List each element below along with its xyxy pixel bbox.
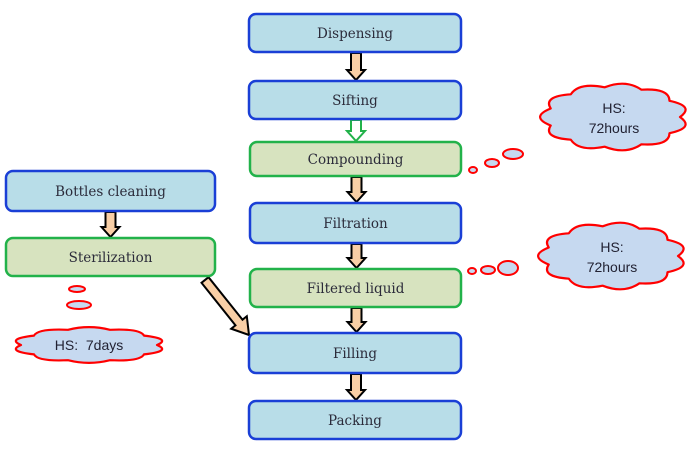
arrow-filtered-liquid-to-filling-icon — [345, 307, 368, 334]
process-box-sifting: Sifting — [247, 79, 463, 121]
arrow-sterilization-to-filling-icon — [200, 275, 251, 337]
hold-status-note-sterilization: HS: 7days — [14, 285, 164, 364]
cloud-callout-shape — [14, 326, 164, 364]
process-box-shape — [4, 169, 217, 213]
arrow-filling-to-packing-icon — [344, 373, 368, 402]
process-box-shape — [4, 236, 217, 278]
process-box-shape — [247, 79, 463, 121]
thought-bubble-dot — [484, 158, 500, 168]
process-box-bottles-cleaning: Bottles cleaning — [4, 169, 217, 213]
hold-status-label: HS: 7days — [55, 337, 123, 353]
thought-bubble-dot — [467, 267, 477, 275]
hold-status-note-compounding: HS: 72hours — [468, 82, 687, 174]
cloud-callout-shape — [539, 82, 687, 152]
process-box-label: Packing — [328, 413, 382, 429]
thought-bubble-dot — [66, 300, 92, 310]
thought-bubble-dot — [480, 265, 496, 275]
hold-status-label: HS: — [600, 239, 623, 255]
thought-bubble-dot — [497, 260, 519, 276]
arrow-sifting-to-compounding-icon — [344, 119, 368, 143]
process-box-shape — [247, 12, 463, 54]
edges-layer — [99, 52, 368, 402]
process-box-label: Filtered liquid — [307, 281, 405, 297]
process-box-filling: Filling — [247, 331, 463, 375]
process-box-label: Compounding — [308, 152, 404, 168]
hold-status-note-filtered-liquid: HS: 72hours — [467, 221, 685, 291]
cloud-callout-shape — [537, 221, 685, 291]
boxes-layer: DispensingSiftingCompoundingFiltrationFi… — [4, 12, 463, 441]
process-box-shape — [248, 140, 463, 178]
process-box-label: Dispensing — [317, 26, 393, 42]
process-box-packing: Packing — [247, 399, 463, 441]
process-box-sterilization: Sterilization — [4, 236, 217, 278]
process-box-compounding: Compounding — [248, 140, 463, 178]
process-box-filtered-liquid: Filtered liquid — [248, 267, 463, 309]
process-box-label: Filtration — [323, 216, 388, 232]
process-box-label: Bottles cleaning — [55, 184, 166, 200]
process-box-shape — [247, 331, 463, 375]
hold-status-value: 72hours — [589, 120, 640, 136]
process-box-shape — [247, 399, 463, 441]
process-box-label: Filling — [333, 346, 377, 362]
hold-status-label: HS: — [602, 100, 625, 116]
process-box-label: Sterilization — [69, 250, 153, 266]
process-box-filtration: Filtration — [248, 201, 463, 245]
arrow-compounding-to-filtration-icon — [345, 176, 368, 204]
thought-bubble-dot — [468, 166, 478, 174]
hold-status-value: 72hours — [587, 259, 638, 275]
process-box-dispensing: Dispensing — [247, 12, 463, 54]
process-box-shape — [248, 201, 463, 245]
arrow-dispensing-to-sifting-icon — [344, 52, 368, 82]
arrow-filtration-to-filtered-liquid-icon — [345, 243, 368, 270]
arrow-bottles-cleaning-to-sterilization-icon — [99, 211, 122, 239]
thought-bubble-dot — [68, 285, 86, 293]
process-box-shape — [248, 267, 463, 309]
process-box-label: Sifting — [332, 93, 378, 109]
thought-bubble-dot — [502, 148, 524, 160]
